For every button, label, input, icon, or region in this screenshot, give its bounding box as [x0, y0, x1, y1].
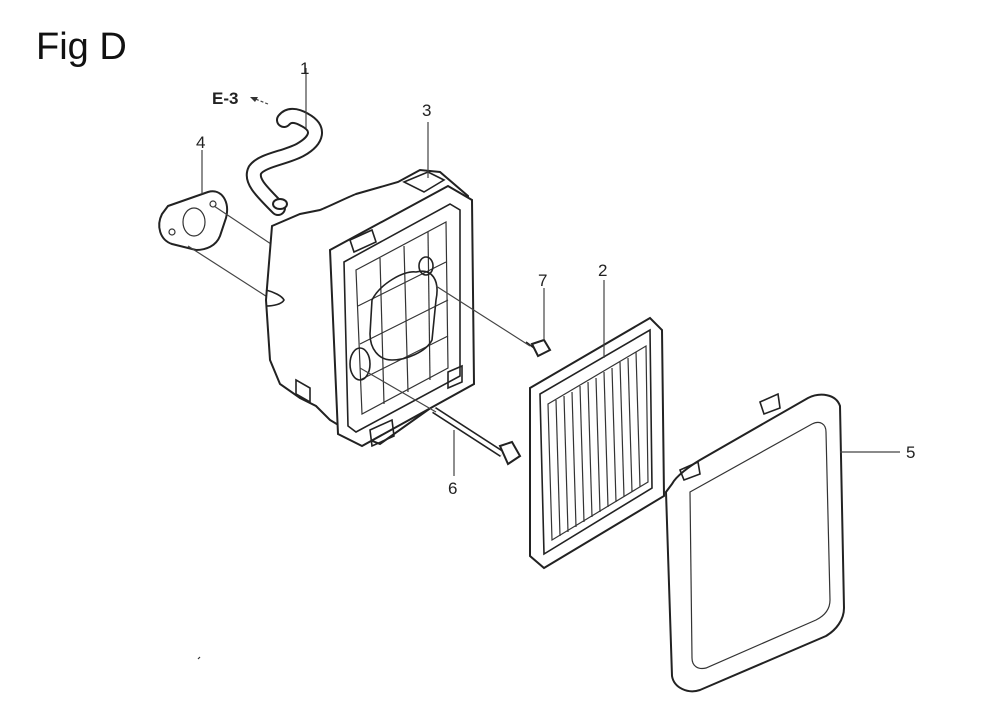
- bolt-7-alignment-line: [435, 285, 531, 347]
- scan-speck: [197, 656, 201, 660]
- callout-4: 4: [196, 133, 205, 152]
- callout-5: 5: [906, 443, 915, 462]
- figure-title: Fig D: [36, 26, 127, 68]
- part-4-gasket: [158, 190, 228, 252]
- callout-7: 7: [538, 271, 547, 290]
- filter-pleats: [555, 351, 641, 537]
- part-6-long-bolt: [432, 407, 522, 466]
- reference-arrow: [250, 97, 269, 105]
- callout-2: 2: [598, 261, 607, 280]
- part-3-air-cleaner-case: [264, 168, 476, 448]
- gasket-alignment-line-2: [187, 245, 273, 301]
- bolt-6-alignment-line: [359, 367, 437, 413]
- callout-1: 1: [300, 59, 309, 78]
- callout-6: 6: [448, 479, 457, 498]
- part-2-filter-element: [529, 316, 666, 570]
- part-7-bolt: [525, 338, 552, 358]
- callout-3: 3: [422, 101, 431, 120]
- part-5-cover: [664, 392, 846, 693]
- reference-label: E-3: [212, 89, 238, 108]
- part-1-breather-tube: [245, 107, 323, 216]
